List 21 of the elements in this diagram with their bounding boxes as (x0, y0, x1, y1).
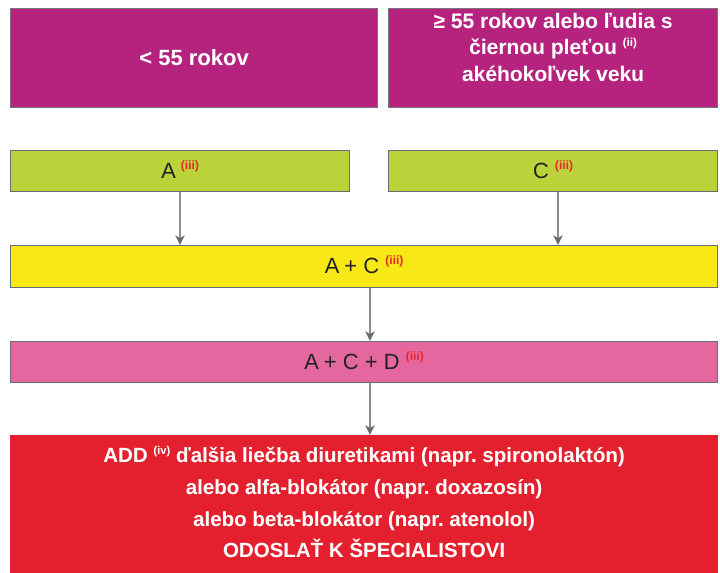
node-text: C $^{(iii)}$ (532, 158, 574, 184)
arrow (553, 192, 563, 245)
group-box (388, 8, 718, 108)
arrow (365, 288, 375, 341)
treatment-box (388, 150, 718, 192)
node-text: A + C + D $^{(iii)}$ (304, 348, 424, 376)
referral-box (10, 435, 718, 573)
treatment-box (10, 150, 350, 192)
treatment-box (10, 245, 718, 288)
node-text: ADD $^{(iv)}$ ďalšia liečba diuretikami (napr. spironolaktón) (103, 443, 625, 469)
node-text: alebo beta-blokátor (napr. atenolol) (193, 506, 535, 533)
arrow (365, 383, 375, 435)
node-text: ≥ 55 rokov alebo ľudia s čiernou pleťou $^{(ii)}$ akéhokoľvek veku (432, 9, 674, 88)
group-box (10, 8, 378, 108)
treatment-box (10, 341, 718, 383)
node-text: A + C $^{(iii)}$ (324, 253, 404, 280)
node-text: ODOSLAŤ K ŠPECIALISTOVI (222, 538, 506, 564)
node-text: alebo alfa-blokátor (napr. doxazosín) (186, 474, 542, 501)
arrow (175, 192, 185, 245)
node-text: < 55 rokov (139, 44, 249, 72)
node-text: A $^{(iii)}$ (161, 158, 199, 184)
